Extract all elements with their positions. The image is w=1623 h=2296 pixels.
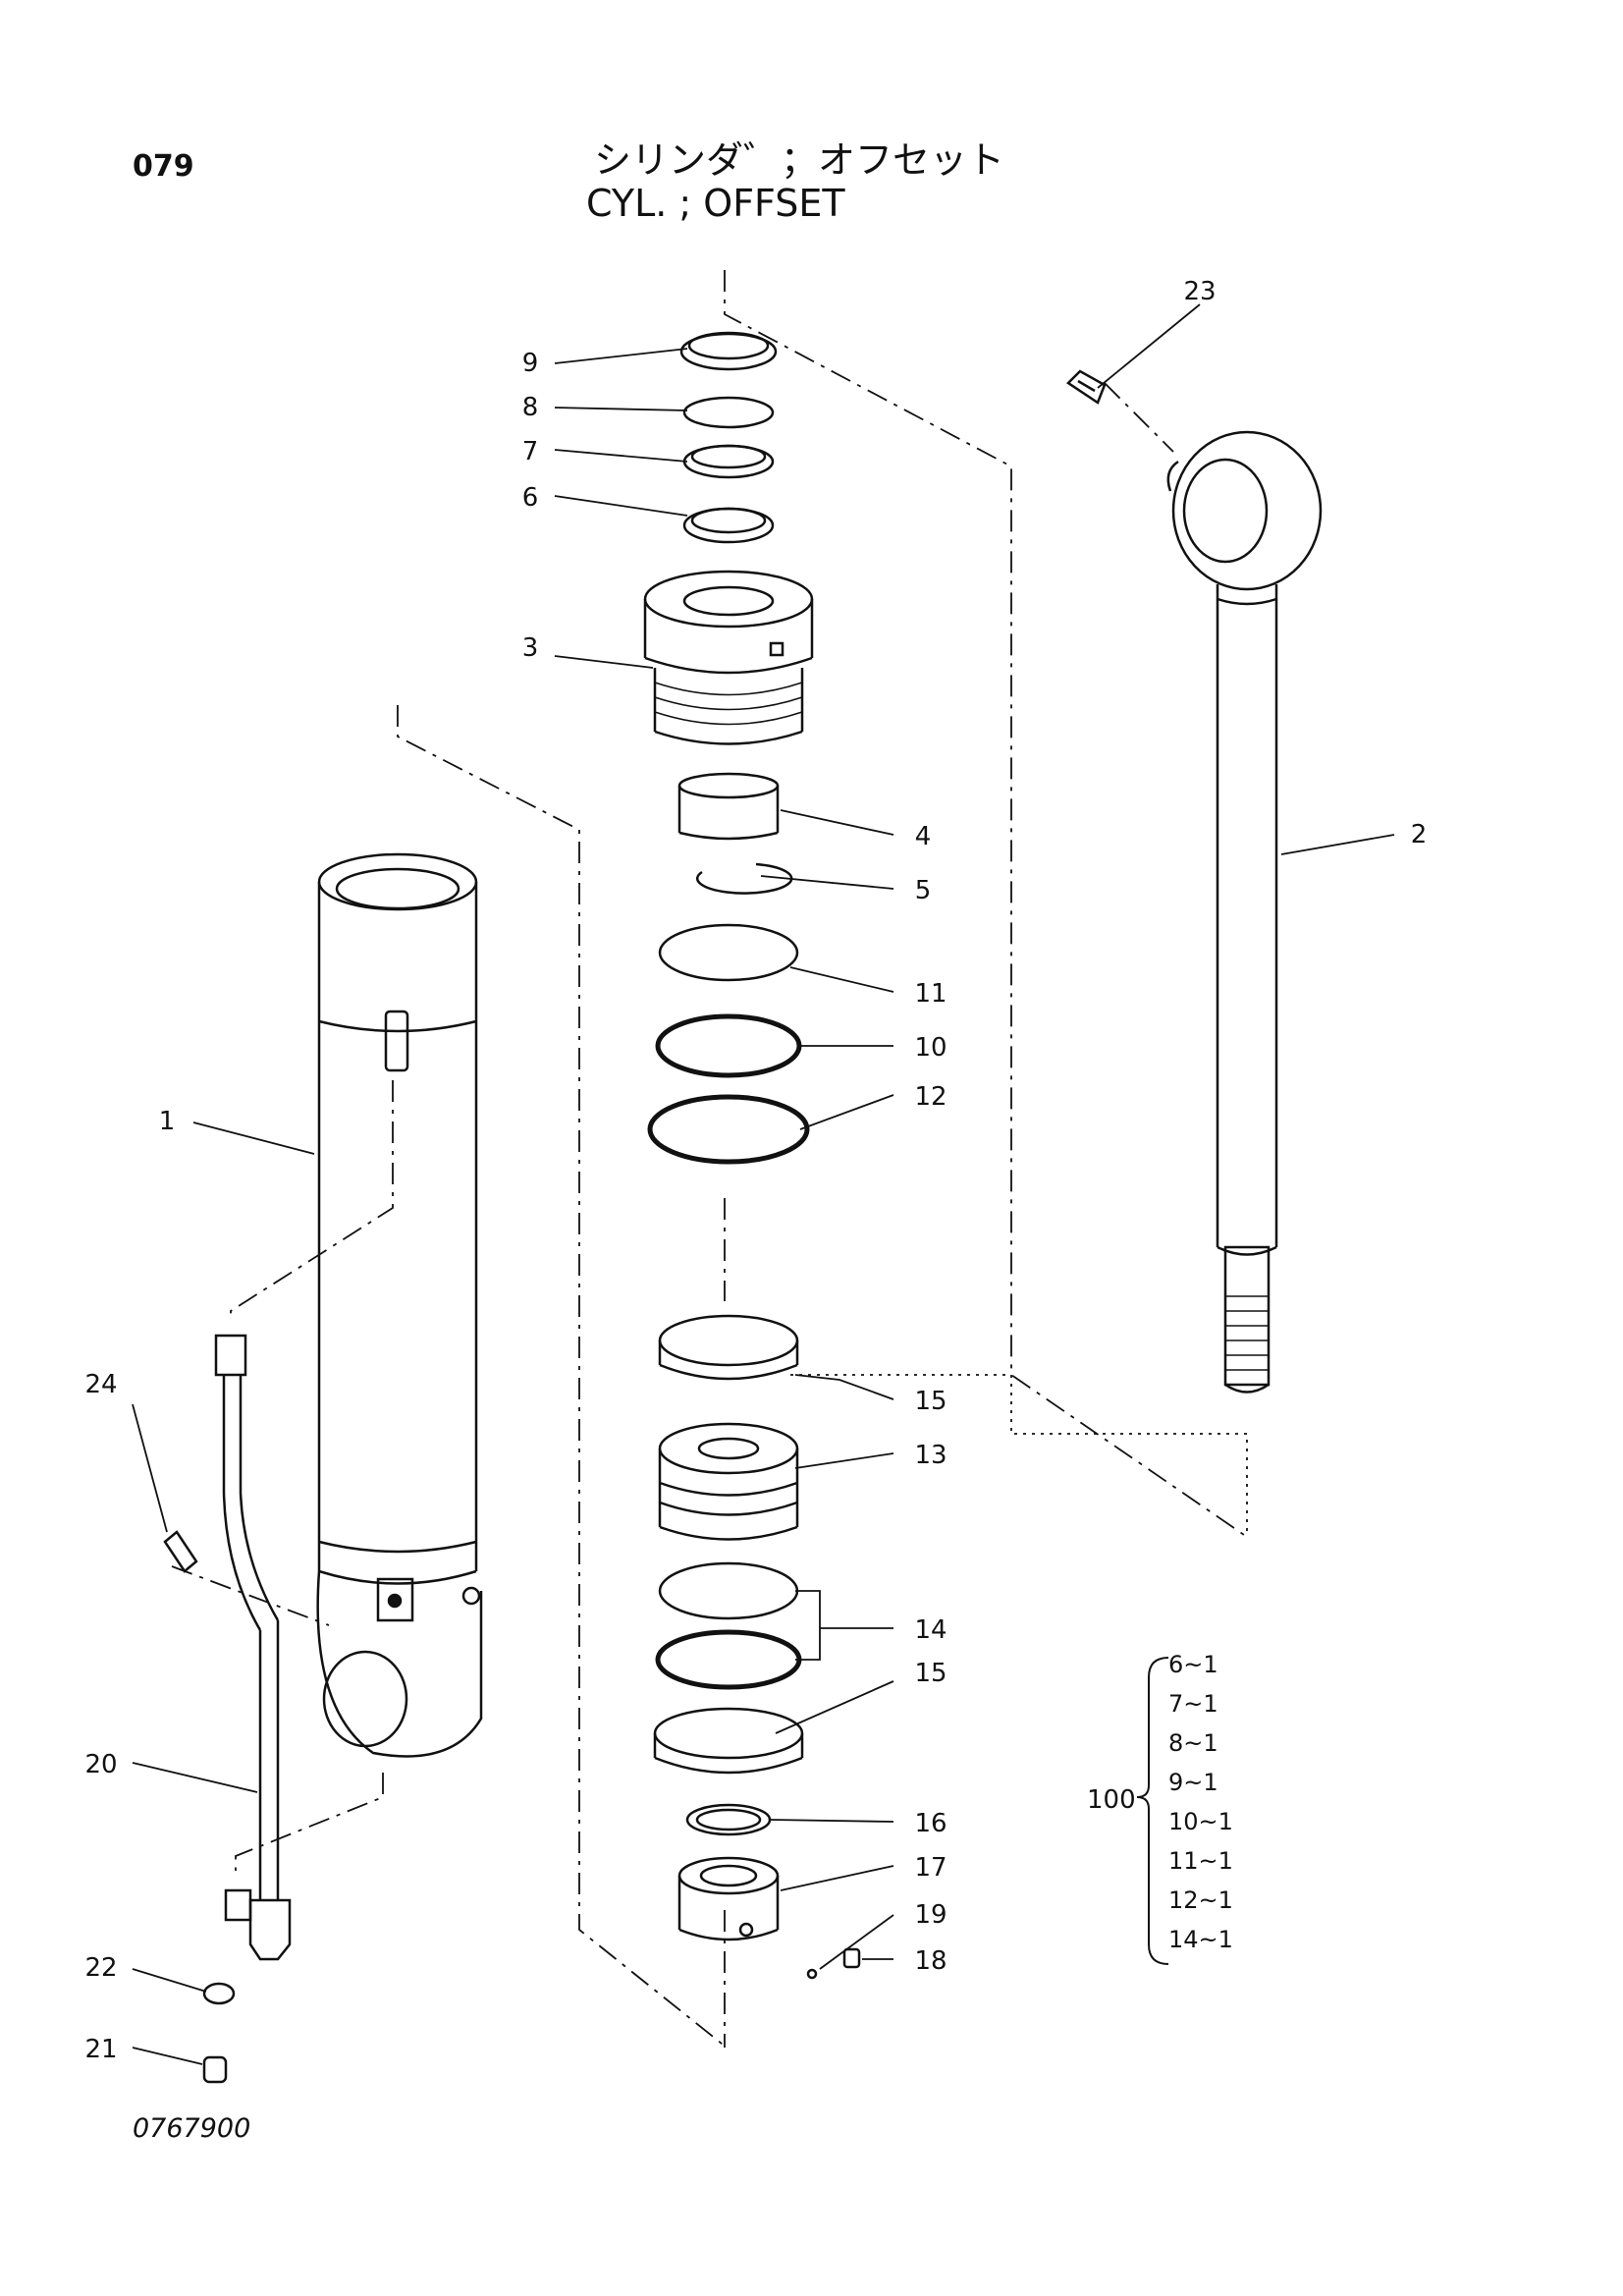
kit-item: 10~1	[1168, 1808, 1233, 1835]
callout-8: 8	[522, 393, 539, 422]
washer-16	[685, 1803, 772, 1836]
page-number: 079	[133, 149, 194, 184]
kit-number: 100	[1087, 1785, 1136, 1815]
callout-4: 4	[915, 822, 932, 851]
callout-24: 24	[84, 1370, 117, 1399]
guide-line-left	[397, 705, 728, 2049]
bolt-21	[202, 2055, 228, 2084]
callout-11: 11	[914, 979, 947, 1009]
kit-item: 8~1	[1168, 1729, 1218, 1757]
seal-ring-14-b	[655, 1629, 802, 1690]
callout-15-lower: 15	[914, 1659, 947, 1688]
seal-rings-top	[679, 331, 778, 544]
callout-5: 5	[915, 876, 932, 905]
nut-17	[677, 1856, 780, 1941]
kit-item: 11~1	[1168, 1847, 1233, 1875]
rod-cover	[643, 570, 814, 745]
kit-item: 14~1	[1168, 1926, 1233, 1953]
pipe-20	[214, 1334, 292, 1961]
cylinder-tube	[316, 852, 483, 1758]
kit-item: 7~1	[1168, 1690, 1218, 1718]
callout-2: 2	[1411, 820, 1428, 849]
callout-23: 23	[1183, 277, 1216, 306]
callout-1: 1	[159, 1107, 176, 1136]
bushing	[677, 772, 780, 841]
o-ring-12	[647, 1094, 810, 1165]
set-screw-18	[842, 1947, 861, 1969]
grease-fitting-24	[163, 1530, 198, 1573]
callout-17: 17	[914, 1853, 947, 1883]
callout-14: 14	[914, 1615, 947, 1645]
callout-16: 16	[914, 1809, 947, 1838]
callout-6: 6	[522, 483, 539, 513]
callout-13: 13	[914, 1441, 947, 1470]
title-english: CYL. ; OFFSET	[586, 182, 845, 225]
kit-item: 6~1	[1168, 1651, 1218, 1678]
callout-labels: 1 2 3 4 5 6 7 8 9 10 11 12 13 14 15 15 1…	[84, 277, 1427, 2064]
grease-fitting-23	[1066, 369, 1107, 405]
kit-items-list: 6~1 7~1 8~1 9~1 10~1 11~1 12~1 14~1	[1168, 1645, 1233, 1959]
callout-10: 10	[914, 1033, 947, 1063]
callout-3: 3	[522, 633, 539, 663]
kit-item: 9~1	[1168, 1769, 1218, 1796]
callout-9: 9	[522, 349, 539, 378]
seal-ring-14-a	[658, 1561, 799, 1620]
piston	[658, 1422, 799, 1541]
callout-18: 18	[914, 1946, 947, 1976]
callout-21: 21	[84, 2035, 117, 2064]
backup-ring-11	[658, 923, 799, 982]
steel-ball-19	[806, 1968, 818, 1980]
callout-7: 7	[522, 437, 539, 466]
title-japanese: シリンダ゛；オフセット	[594, 138, 1005, 182]
washer-22	[202, 1982, 236, 2005]
wear-ring-15-upper	[658, 1314, 799, 1381]
wear-ring-15-lower	[653, 1707, 804, 1775]
snap-ring	[695, 862, 793, 895]
piston-rod	[1166, 430, 1323, 1394]
guide-line-right	[724, 270, 1248, 1538]
kit-item: 12~1	[1168, 1886, 1233, 1914]
callout-12: 12	[914, 1082, 947, 1112]
callout-20: 20	[84, 1750, 117, 1779]
callout-19: 19	[914, 1900, 947, 1930]
callout-22: 22	[84, 1953, 117, 1983]
drawing-number: 0767900	[133, 2113, 251, 2144]
o-ring-10	[655, 1013, 802, 1078]
callout-15-upper: 15	[914, 1387, 947, 1416]
